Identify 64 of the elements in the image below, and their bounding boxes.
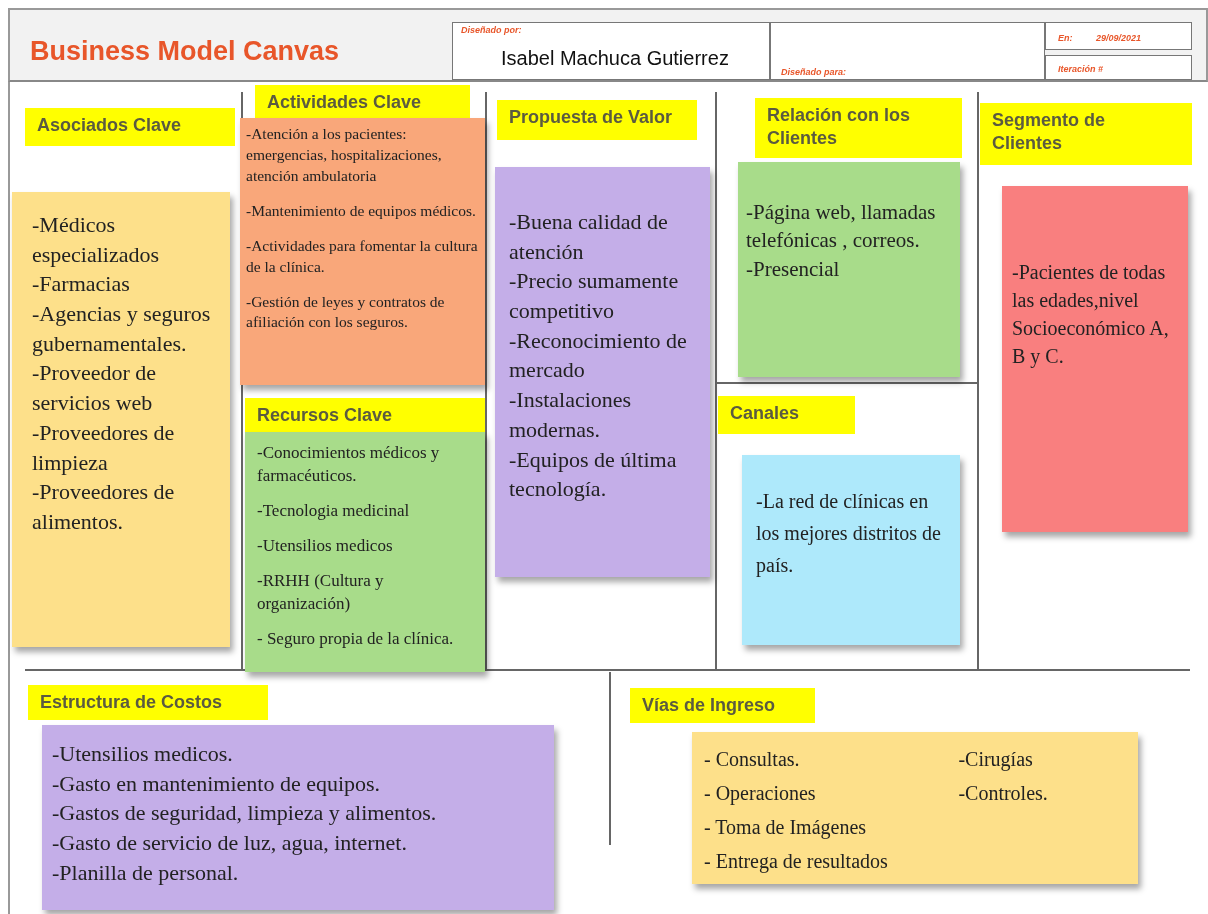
list-item: -RRHH (Cultura y organización): [257, 569, 385, 615]
list-item: -Proveedores de limpieza: [32, 418, 176, 477]
list-item: -Buena calidad de atención: [509, 208, 669, 266]
section-heading: Relación con los Clientes: [755, 98, 962, 158]
list-item: -Gasto en mantenimiento de equipos.: [52, 769, 382, 798]
list-item: -Planilla de personal.: [52, 858, 240, 887]
section-heading: Estructura de Costos: [28, 685, 268, 721]
list-item: -Mantenimiento de equipos médicos.: [246, 200, 477, 221]
list-item: - Operaciones: [704, 781, 817, 807]
list-item: -Precio sumamente competitivo: [509, 267, 680, 326]
list-item: -Atención a los pacientes: emergencias, hospitalizaciones, atención ambulatoria: [246, 124, 443, 186]
field-value: Isabel Machuca Gutierrez: [501, 47, 729, 70]
sticky-note: [738, 162, 960, 377]
list-item: -Gasto de servicio de luz, agua, internet.: [52, 829, 408, 858]
list-item: -Controles.: [958, 781, 1049, 806]
sticky-note: [742, 455, 960, 645]
sticky-note: [495, 167, 710, 577]
form-field: [1045, 22, 1192, 50]
section-heading: Propuesta de Valor: [497, 100, 697, 140]
list-item: -Reconocimiento de mercado: [509, 326, 688, 385]
list-item: -Pacientes de todas las edades,nivel Socioeconómico A, B y C.: [1012, 260, 1170, 370]
list-item: -Cirugías: [958, 747, 1034, 773]
sticky-note: [692, 732, 1138, 884]
list-item: -Tecnologia medicinal: [257, 499, 411, 522]
list-item: -Utensilios medicos: [257, 534, 394, 557]
list-item: -Médicos especializados: [32, 211, 161, 269]
sticky-note: [245, 432, 485, 672]
list-item: -Gestión de leyes y contratos de afiliación con los seguros.: [246, 291, 446, 333]
form-field: [1045, 55, 1192, 80]
list-item: -Gastos de seguridad, limpieza y alimentos.: [52, 799, 438, 828]
list-item: - Seguro propia de la clínica.: [257, 627, 455, 650]
field-label: Diseñado por:: [461, 25, 522, 35]
list-item: -Utensilios medicos.: [52, 740, 234, 768]
list-item: -Farmacias: [32, 270, 131, 299]
list-item: -Presencial: [746, 255, 841, 283]
list-item: -Instalaciones modernas.: [509, 386, 633, 444]
section-heading: Segmento de Clientes: [980, 103, 1192, 165]
list-item: -Proveedores de alimentos.: [32, 478, 176, 536]
list-item: -Agencias y seguros gubernamentales.: [32, 300, 212, 358]
canvas-title: Business Model Canvas: [30, 36, 340, 67]
list-item: -Equipos de última tecnología.: [509, 445, 678, 504]
field-label: En:: [1058, 33, 1073, 43]
list-item: -La red de clínicas en los mejores distritos de país.: [756, 489, 942, 579]
field-label: Iteración #: [1058, 64, 1104, 74]
sticky-note: [1002, 186, 1188, 532]
list-item: -Proveedor de servicios web: [32, 359, 157, 418]
list-item: - Consultas.: [704, 747, 801, 772]
list-item: -Actividades para fomentar la cultura de la clínica.: [246, 235, 479, 277]
sticky-note: [12, 192, 230, 647]
section-heading: Asociados Clave: [25, 108, 235, 146]
field-value: 29/09/2021: [1096, 33, 1142, 43]
form-field: [452, 22, 770, 80]
form-field: [770, 22, 1045, 80]
sticky-note: [240, 118, 485, 385]
list-item: -Página web, llamadas telefónicas , correos.: [746, 199, 937, 255]
section-heading: Actividades Clave: [255, 85, 470, 121]
sticky-note: [42, 725, 554, 910]
field-label: Diseñado para:: [781, 67, 847, 77]
section-heading: Canales: [718, 396, 855, 434]
list-item: - Entrega de resultados: [704, 849, 889, 875]
list-item: -Conocimientos médicos y farmacéuticos.: [257, 442, 441, 487]
section-heading: Vías de Ingreso: [630, 688, 815, 724]
section-heading: Recursos Clave: [245, 398, 485, 434]
list-item: - Toma de Imágenes: [704, 815, 868, 841]
